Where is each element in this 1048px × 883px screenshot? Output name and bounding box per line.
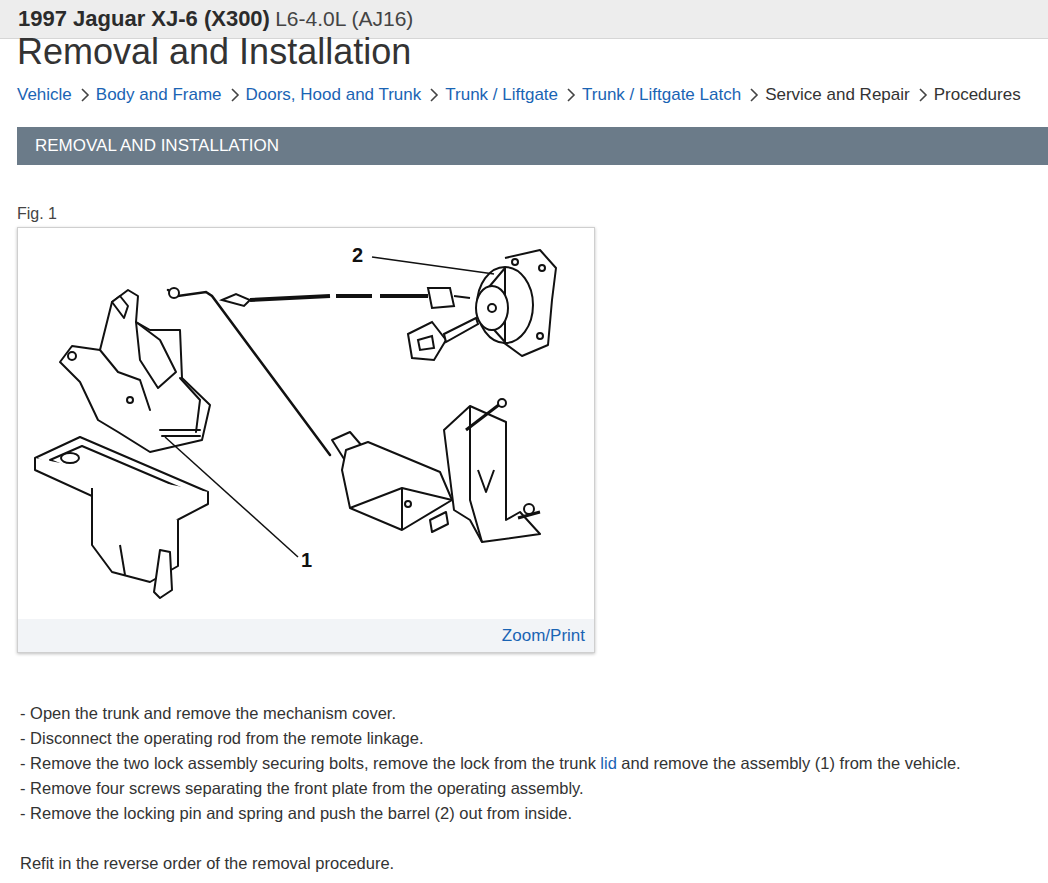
actuator xyxy=(332,432,452,532)
drawing-stroke xyxy=(154,550,172,598)
lock-barrel xyxy=(476,250,556,356)
breadcrumb-chevron xyxy=(566,88,576,102)
breadcrumb-link: Doors, Hood and Trunk xyxy=(246,83,422,107)
figure-frame: Fig. 1 Zoom/Print xyxy=(17,203,597,655)
drawing-stroke xyxy=(476,286,508,330)
instruction-step: - Remove the two lock assembly securing … xyxy=(20,751,596,776)
breadcrumb-link: Body and Frame xyxy=(96,83,222,107)
drawing-stroke xyxy=(165,437,298,557)
drawing-stroke xyxy=(444,406,540,542)
drawing-stroke xyxy=(408,322,446,360)
page-title: 1997 Jaguar XJ-6 (X300) xyxy=(18,6,270,31)
drawing-stroke xyxy=(477,267,533,343)
drawing-stroke xyxy=(524,504,534,514)
section-header-text: REMOVAL AND INSTALLATION xyxy=(17,127,1048,165)
drawing-stroke xyxy=(60,290,210,452)
drawing-stroke xyxy=(428,288,454,308)
callout-number: 1 xyxy=(301,548,312,572)
breadcrumb-link: Procedures xyxy=(934,83,1021,107)
chevron-stroke xyxy=(232,89,238,101)
drawing-stroke xyxy=(222,294,250,306)
drawing-stroke xyxy=(168,290,330,455)
breadcrumb-link: Trunk / Liftgate Latch xyxy=(582,83,741,107)
drawing-stroke xyxy=(100,350,150,410)
drawing-stroke xyxy=(444,318,478,342)
drawing-stroke xyxy=(136,322,176,388)
zoom-band: Zoom/Print xyxy=(18,619,594,652)
chevron-stroke xyxy=(82,89,88,101)
instruction-list: - Open the trunk and remove the mechanis… xyxy=(20,701,1044,876)
instruction-link: lid xyxy=(600,751,617,776)
breadcrumb-chevron xyxy=(230,88,240,102)
drawing-stroke xyxy=(61,453,79,463)
drawing-stroke xyxy=(478,470,494,492)
breadcrumb-row: Vehicle Body and Frame Doors, Hood and Tru… xyxy=(17,83,1021,107)
drawing-stroke xyxy=(539,265,545,271)
operating-rod xyxy=(168,288,330,455)
section-header-band: REMOVAL AND INSTALLATION xyxy=(17,127,1048,165)
breadcrumb-link: Service and Repair xyxy=(765,83,910,107)
callout-number: 2 xyxy=(352,243,363,267)
figure-border: Zoom/Print xyxy=(17,227,595,653)
drawing-stroke xyxy=(380,294,428,298)
drawing-stroke xyxy=(112,296,128,318)
drawing-stroke xyxy=(336,294,372,298)
drawing-stroke xyxy=(372,257,494,274)
breadcrumb-chevron xyxy=(80,88,90,102)
instruction-step: - Disconnect the operating rod from the … xyxy=(20,726,1044,751)
chevron-stroke xyxy=(568,89,574,101)
drawing-stroke xyxy=(466,404,500,430)
figure-caption: Fig. 1 xyxy=(17,203,597,225)
drawing-stroke xyxy=(488,304,496,312)
leader-lines xyxy=(165,257,494,557)
mounting-bracket xyxy=(444,399,540,542)
drawing-stroke xyxy=(454,296,470,298)
instruction-step: and remove the assembly (1) from the veh… xyxy=(621,751,960,776)
drawing-stroke xyxy=(537,333,543,339)
drawing-stroke xyxy=(160,430,200,436)
drawing-stroke xyxy=(180,378,200,432)
breadcrumb-link: Vehicle xyxy=(17,83,72,107)
chevron-stroke xyxy=(920,89,926,101)
instruction-step: - Remove four screws separating the fron… xyxy=(20,776,1044,801)
drawing-stroke xyxy=(250,296,330,300)
drawing-stroke xyxy=(169,288,179,298)
drawing-stroke xyxy=(430,512,448,532)
latch-assembly xyxy=(60,290,210,452)
drawing-stroke xyxy=(498,399,506,407)
drawing-stroke xyxy=(405,501,411,507)
latch-housing xyxy=(35,437,208,598)
drawing-stroke xyxy=(68,352,76,360)
instruction-step: - Remove the locking pin and spring and … xyxy=(20,801,1044,826)
chevron-stroke xyxy=(751,89,757,101)
breadcrumb-chevron xyxy=(918,88,928,102)
breadcrumb-link: Trunk / Liftgate xyxy=(445,83,558,107)
drawing-stroke xyxy=(512,259,518,265)
chevron-stroke xyxy=(431,89,437,101)
instruction-step: - Open the trunk and remove the mechanis… xyxy=(20,701,1044,726)
title-row: 1997 Jaguar XJ-6 (X300)L6-4.0L (AJ16) xyxy=(18,5,413,33)
remote-cable xyxy=(222,288,470,308)
key xyxy=(408,318,478,360)
breadcrumb-chevron xyxy=(749,88,759,102)
engine-spec: L6-4.0L (AJ16) xyxy=(275,7,413,30)
drawing-stroke xyxy=(120,545,125,575)
drawing-stroke xyxy=(401,488,403,530)
drawing-stroke xyxy=(418,336,434,350)
page-heading: Removal and Installation xyxy=(17,33,411,71)
drawing-stroke xyxy=(127,397,133,403)
refit-note: Refit in the reverse order of the remova… xyxy=(20,851,1044,876)
instruction-step-row: - Remove the two lock assembly securing … xyxy=(20,751,1044,776)
breadcrumb-chevron xyxy=(429,88,439,102)
zoom-link: Zoom/Print xyxy=(502,619,585,652)
